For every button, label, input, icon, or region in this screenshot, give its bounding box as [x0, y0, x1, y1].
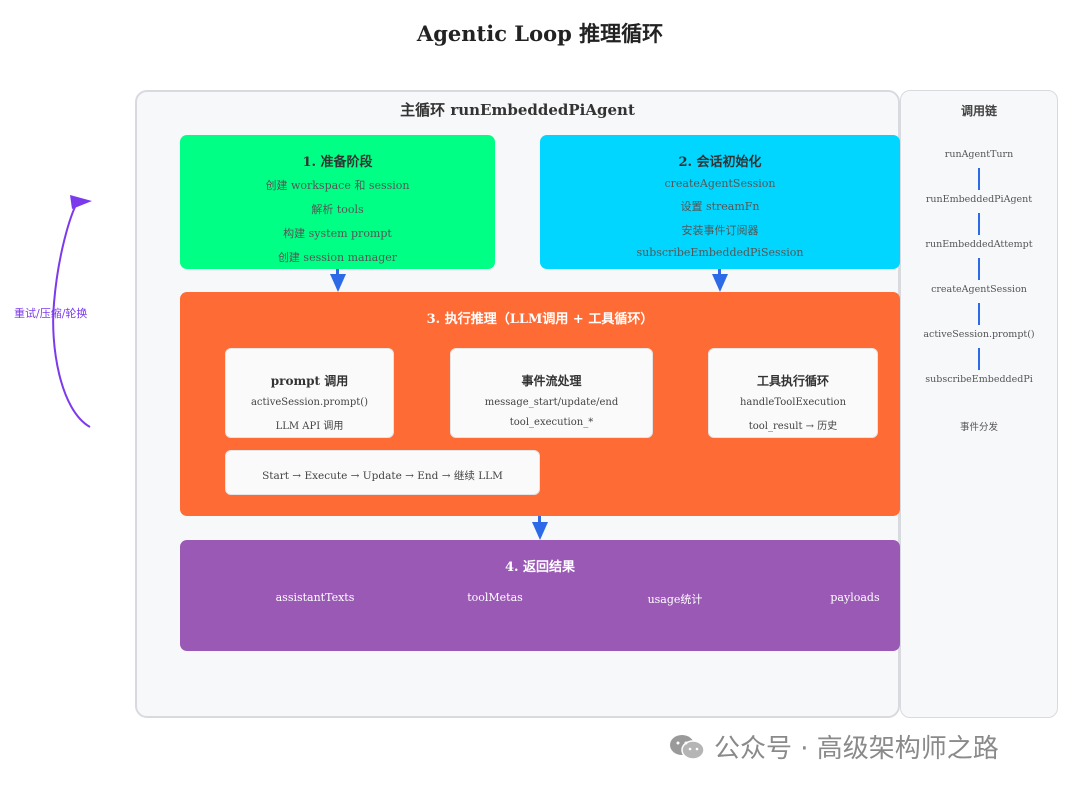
- card-title: 事件流处理: [521, 374, 582, 388]
- prompt-card: prompt 调用 activeSession.prompt() LLM API…: [225, 348, 394, 438]
- result-item: toolMetas: [467, 591, 523, 604]
- event-stream-card: 事件流处理 message_start/update/end tool_exec…: [450, 348, 653, 438]
- phase1-line: 创建 session manager: [277, 251, 398, 264]
- arrow-stem: [538, 516, 541, 524]
- call-chain-item: runAgentTurn: [944, 149, 1014, 160]
- call-chain-panel: [900, 90, 1058, 718]
- card-title: 工具执行循环: [756, 374, 829, 388]
- call-chain-item: createAgentSession: [931, 284, 1027, 295]
- call-chain-item: runEmbeddedAttempt: [925, 239, 1033, 250]
- call-chain-connector: [978, 303, 980, 325]
- call-chain-item: activeSession.prompt(): [923, 329, 1035, 340]
- retry-label: 重试/压缩/轮换: [14, 307, 88, 320]
- arrow-stem: [336, 269, 339, 275]
- phase2-box: 2. 会话初始化 createAgentSession 设置 streamFn …: [540, 135, 900, 269]
- arrow-down-icon: [330, 274, 346, 292]
- card-line: message_start/update/end: [484, 397, 619, 408]
- call-chain-connector: [978, 348, 980, 370]
- card-title: prompt 调用: [270, 374, 349, 388]
- main-loop-title: 主循环 runEmbeddedPiAgent: [400, 101, 635, 119]
- phase1-line: 创建 workspace 和 session: [265, 179, 410, 192]
- arrow-down-icon: [712, 274, 728, 292]
- retry-loop-arrow-icon: [52, 195, 92, 428]
- call-chain-title: 调用链: [960, 104, 997, 118]
- result-item: payloads: [830, 591, 880, 604]
- arrow-stem: [718, 269, 721, 275]
- phase2-line: 安装事件订阅器: [681, 224, 759, 237]
- phase4-box: 4. 返回结果: [180, 540, 900, 651]
- call-chain-item: runEmbeddedPiAgent: [925, 194, 1033, 205]
- phase4-title: 4. 返回结果: [504, 560, 576, 575]
- arrow-down-icon: [532, 522, 548, 540]
- call-chain-item: 事件分发: [959, 422, 998, 433]
- phase1-title: 1. 准备阶段: [302, 155, 373, 170]
- card-line: activeSession.prompt(): [250, 397, 369, 408]
- diagram-title: Agentic Loop 推理循环: [416, 21, 664, 46]
- result-item: usage统计: [647, 593, 703, 606]
- call-chain-connector: [978, 168, 980, 190]
- result-item: assistantTexts: [275, 591, 355, 604]
- card-line: tool_result → 历史: [748, 421, 838, 432]
- flow-card: Start → Execute → Update → End → 继续 LLM: [225, 450, 540, 495]
- card-line: LLM API 调用: [275, 421, 344, 432]
- watermark-text: 公众号 · 高级架构师之路: [714, 734, 999, 764]
- call-chain-connector: [978, 258, 980, 280]
- call-chain-item: subscribeEmbeddedPi: [925, 374, 1033, 385]
- phase2-title: 2. 会话初始化: [678, 155, 762, 170]
- wechat-icon: [670, 735, 705, 760]
- phase2-line: createAgentSession: [664, 177, 776, 190]
- tool-loop-card: 工具执行循环 handleToolExecution tool_result →…: [708, 348, 878, 438]
- phase2-line: subscribeEmbeddedPiSession: [636, 246, 804, 259]
- phase1-box: 1. 准备阶段 创建 workspace 和 session 解析 tools …: [180, 135, 495, 269]
- phase3-title: 3. 执行推理（LLM调用 + 工具循环）: [426, 312, 654, 327]
- call-chain-connector: [978, 213, 980, 235]
- card-line: handleToolExecution: [739, 397, 847, 408]
- phase2-line: 设置 streamFn: [680, 200, 760, 213]
- flow-text: Start → Execute → Update → End → 继续 LLM: [262, 470, 503, 482]
- phase1-line: 解析 tools: [311, 203, 364, 216]
- phase1-line: 构建 system prompt: [283, 227, 392, 240]
- card-line: tool_execution_*: [509, 417, 594, 428]
